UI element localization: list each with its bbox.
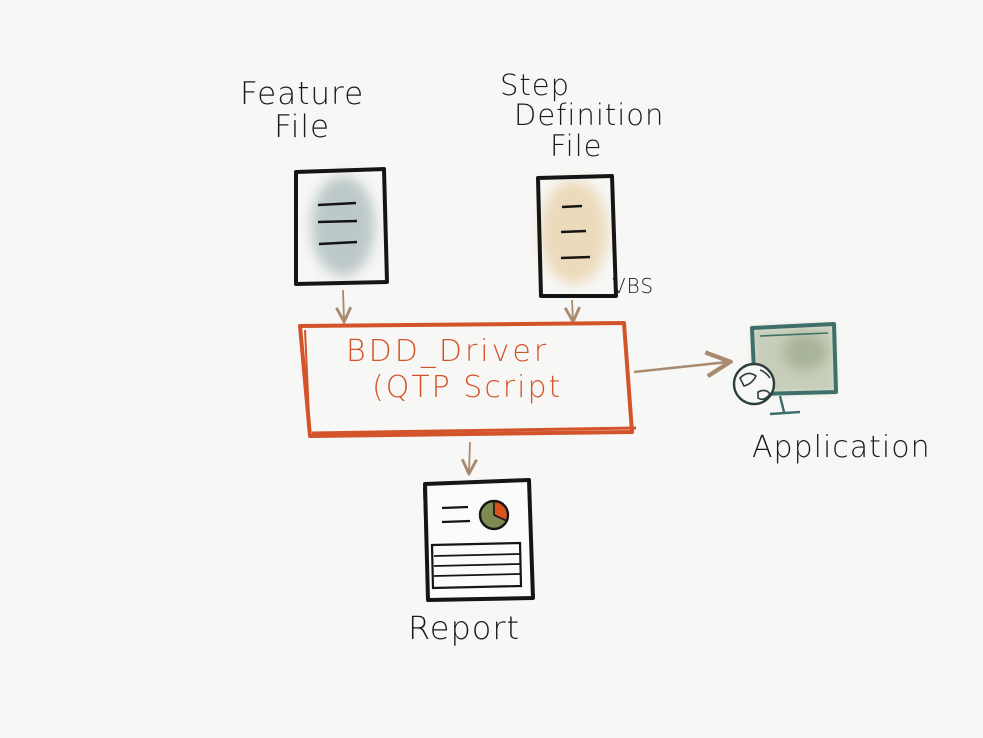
arrow-driver-to-report	[469, 441, 470, 472]
globe-icon	[732, 362, 776, 406]
step-definition-label-line-2: Definition	[514, 98, 665, 133]
step-definition-label-line-3: File	[550, 128, 603, 163]
feature-file-label-line-2: File	[274, 108, 331, 145]
pie-chart-icon	[478, 499, 510, 531]
feature-file-label-line-1: Feature	[240, 76, 365, 112]
arrow-feature-to-driver	[343, 289, 344, 320]
arrow-step-to-driver	[572, 299, 573, 320]
step-definition-file-icon	[536, 174, 618, 298]
arrow-driver-to-application	[633, 362, 728, 372]
feature-file-label: Feature File	[240, 78, 364, 143]
driver-label-line-1: BDD_Driver	[346, 334, 550, 369]
report-document-icon	[423, 478, 535, 603]
feature-file-icon	[294, 167, 389, 286]
report-label: Report	[408, 609, 521, 647]
vbs-label: VBS	[612, 274, 655, 298]
step-definition-label: Step Definition File	[500, 68, 665, 163]
application-label: Application	[752, 430, 931, 465]
driver-label-line-2: (QTP Script	[372, 370, 563, 405]
bdd-driver-box	[298, 321, 637, 439]
step-definition-label-line-1: Step	[500, 68, 571, 102]
